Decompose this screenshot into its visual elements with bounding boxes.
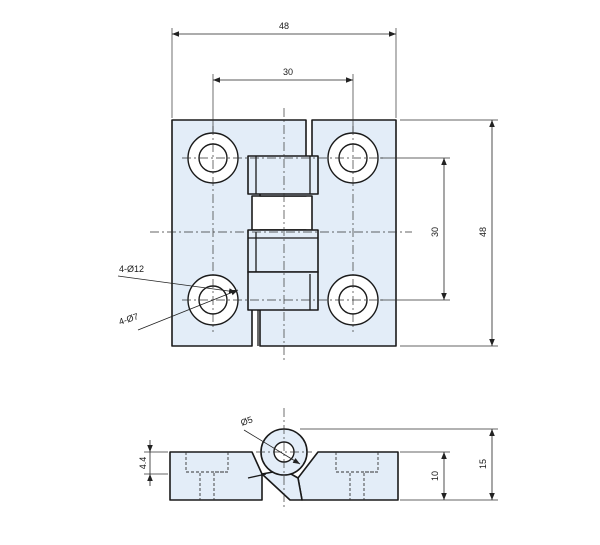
side-leaf-step [247,473,267,479]
knuckle-middle [247,229,319,273]
hidden-counterbore-right [335,452,379,500]
side-view [169,408,399,510]
hidden-counterbore-left [185,452,229,500]
dim-label-hole-pitch-horizontal: 30 [283,67,293,77]
dimension-overall-height: 48 [400,119,498,347]
knuckle-top [247,155,319,195]
dim-label-leaf-step: 4.4 [138,457,148,470]
side-right-leaf [297,451,399,501]
callout-pin-diameter: Ø5 [239,414,301,465]
dimension-leaf-thickness: 10 [400,451,498,501]
dim-label-overall-height: 48 [478,227,488,237]
top-view [150,108,412,362]
callout-counterbore: 4-Ø12 [117,264,237,294]
dim-label-leaf-thickness: 10 [430,471,440,481]
dimension-hole-pitch-horizontal: 30 [212,67,354,132]
dimension-overall-width: 48 [171,21,397,118]
callout-label-through-hole: 4-Ø7 [118,311,140,327]
callout-label-pin-diameter: Ø5 [239,414,254,428]
dim-label-knuckle-height: 15 [478,459,488,469]
dimension-leaf-step: 4.4 [138,440,168,486]
dimension-hole-pitch-vertical: 30 [380,157,450,301]
dimension-knuckle-height: 15 [300,428,498,500]
dim-label-overall-width: 48 [279,21,289,31]
callout-label-counterbore: 4-Ø12 [119,264,144,274]
knuckle-bottom [247,271,319,311]
dim-label-hole-pitch-vertical: 30 [430,227,440,237]
side-left-leaf [169,451,263,501]
